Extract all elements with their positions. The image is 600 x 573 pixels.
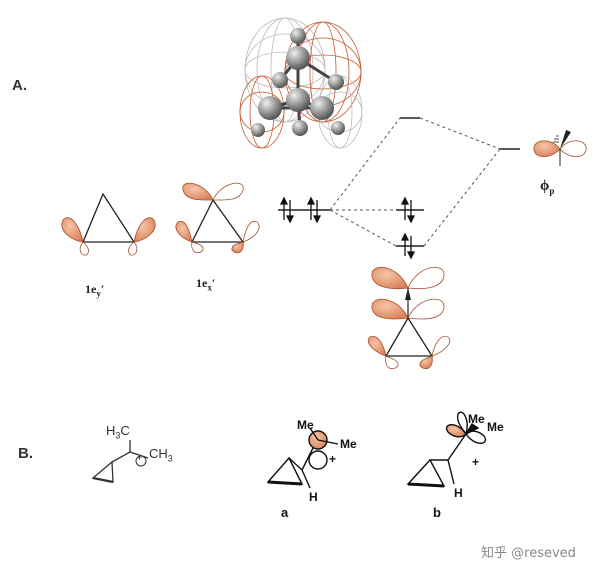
atom-c-right [310, 96, 334, 120]
label-b-h: H [454, 486, 463, 500]
section-b-label: B. [18, 445, 33, 462]
atom-h-top [290, 28, 306, 44]
atom-c-left [258, 96, 282, 120]
label-cation-plus-left: + [137, 453, 143, 463]
label-a-me2: Me [340, 437, 357, 451]
structure-a [266, 427, 339, 489]
label-1ey: 1ey′ [85, 282, 105, 299]
label-1ex: 1ex′ [196, 276, 216, 293]
orbital-bonding-combination [367, 266, 451, 370]
atom-c-center [286, 88, 310, 112]
label-b-plus: + [472, 455, 480, 469]
label-h3c: H3C [106, 423, 130, 441]
label-b-me2: Me [487, 420, 504, 434]
orbital-1ey [61, 192, 156, 256]
label-b-me1: Me [468, 412, 485, 426]
electron-pairs [279, 196, 416, 260]
watermark: 知乎 @reseved [481, 546, 576, 561]
label-a-plus: + [329, 452, 337, 466]
orbital-1ex [175, 182, 260, 254]
label-phi-p: ϕp [540, 178, 555, 196]
energy-level-diagram [278, 117, 520, 260]
label-ch3: CH3 [149, 446, 173, 464]
section-a-label: A. [12, 77, 27, 94]
structure-cyclopropyl-carbinyl [91, 440, 149, 484]
atom-c-top [286, 46, 310, 70]
molecular-orbital-rendering [239, 17, 363, 149]
label-a-me1: Me [297, 418, 314, 432]
structure-b [406, 411, 487, 488]
label-a-h: H [309, 490, 318, 504]
caption-b: b [433, 505, 441, 520]
orbital-phi-p [533, 130, 587, 166]
caption-a: a [281, 505, 289, 520]
